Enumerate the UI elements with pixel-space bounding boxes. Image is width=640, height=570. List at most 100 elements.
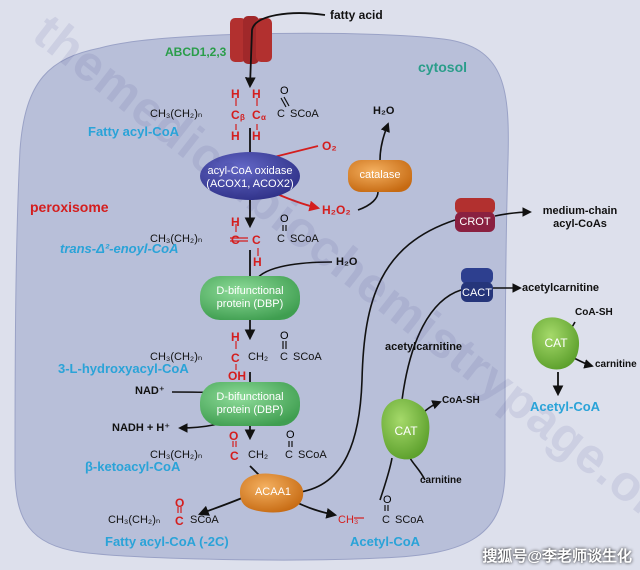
s6-ch3: CH₃ — [338, 514, 359, 526]
fatty-acid-entry-arrow — [244, 12, 326, 89]
acox-enzyme — [200, 152, 300, 200]
s2-scoa: SCoA — [290, 233, 319, 245]
ketoacyl-coa-label: β-ketoacyl-CoA — [85, 459, 181, 474]
s2-c1: C — [231, 233, 240, 247]
catalase-to-h2o-arrow — [379, 122, 390, 161]
s4-c: C — [230, 449, 239, 463]
abcd-label: ABCD1,2,3 — [165, 45, 227, 59]
acetyl-to-cat1-arrow — [379, 457, 393, 501]
cact-label: CACT — [462, 287, 492, 299]
cat2-label: CAT — [544, 336, 568, 350]
s2-oxygen: O — [280, 213, 289, 225]
s1-c-beta: C — [231, 108, 240, 122]
s1-c-alpha: C — [252, 108, 261, 122]
dbp2-enzyme — [200, 382, 300, 426]
s1-scoa: SCoA — [290, 108, 319, 120]
s1-carbonyl-c: C — [277, 108, 285, 120]
cact-transporter-shape — [461, 268, 493, 302]
red-bonds — [177, 98, 364, 519]
cat1-enzyme — [381, 398, 430, 460]
s6-oxygen: O — [383, 494, 392, 506]
fatty-acyl-coa-short-label: Fatty acyl-CoA (-2C) — [105, 534, 229, 549]
cat1-to-cact-arrow — [401, 289, 462, 401]
s2-c2: C — [252, 233, 261, 247]
s4-ch2: CH₂ — [248, 449, 269, 461]
s1-h-bottom-beta: H — [231, 129, 240, 143]
catalase-label: catalase — [359, 169, 401, 181]
acaa1-label: ACAA1 — [254, 486, 292, 498]
acetylcarnitine-perox-label: acetylcarnitine — [385, 341, 463, 353]
s6-c: C — [382, 514, 390, 526]
fatty-acyl-coa-label: Fatty acyl-CoA — [88, 124, 180, 139]
s1-alpha-sub: α — [261, 113, 266, 122]
s1-beta-sub: β — [240, 113, 245, 122]
dbp2-label: D-bifunctional protein (DBP) — [216, 391, 284, 416]
s3-carbonyl-c: C — [280, 351, 288, 363]
o2-label: O₂ — [322, 139, 337, 153]
s5-chain: CH₃(CH₂)ₙ — [108, 514, 161, 526]
carnitine-perox-label: carnitine — [420, 475, 462, 486]
carnitine-cyto-label: carnitine — [595, 359, 637, 370]
acaa1-to-crot-arrow — [299, 219, 456, 493]
s4-chain: CH₃(CH₂)ₙ — [150, 449, 203, 461]
trans-enoyl-coa-label: trans-Δ²-enoyl-CoA — [60, 241, 179, 256]
s1-chain: CH₃(CH₂)ₙ — [150, 108, 203, 120]
s1-h-top-beta: H — [231, 87, 240, 101]
acaa1-enzyme — [240, 473, 304, 513]
s2-carbonyl-c: C — [277, 233, 285, 245]
acaa1-to-fatty-short-arrow — [197, 497, 243, 516]
black-bonds — [280, 96, 389, 511]
peroxisome-label: peroxisome — [30, 199, 109, 215]
s2-h-bottom: H — [253, 255, 262, 269]
dbp1-label: D-bifunctional protein (DBP) — [216, 285, 284, 310]
nad-label: NAD⁺ — [135, 385, 165, 397]
crot-transporter-shape — [455, 198, 495, 232]
acox-label: acyl-CoA oxidase (ACOX1, ACOX2) — [206, 165, 294, 190]
s2-h-top: H — [231, 215, 240, 229]
catalase-enzyme — [348, 160, 412, 192]
acetyl-coa-cyto-label: Acetyl-CoA — [530, 399, 601, 414]
h2o2-label: H₂O₂ — [322, 203, 351, 217]
fatty-acid-label: fatty acid — [330, 8, 383, 22]
s3-h-top: H — [231, 330, 240, 344]
s1-oxygen: O — [280, 85, 289, 97]
acetylcarnitine-cyto-label: acetylcarnitine — [522, 282, 600, 294]
s3-ch2: CH₂ — [248, 351, 269, 363]
s4-carbonyl-c: C — [285, 449, 293, 461]
coash-perox-label: CoA-SH — [442, 395, 480, 406]
h2o-catalase-label: H₂O — [373, 105, 395, 117]
hydroxyacyl-coa-label: 3-L-hydroxyacyl-CoA — [58, 361, 189, 376]
nadh-label: NADH + H⁺ — [112, 422, 171, 434]
s4-oxygen: O — [286, 429, 295, 441]
cat1-label: CAT — [394, 424, 418, 438]
s6-scoa: SCoA — [395, 514, 424, 526]
medium-chain-label: medium-chain acyl-CoAs — [542, 205, 618, 230]
cytosol-label: cytosol — [418, 59, 468, 75]
dbp1-enzyme — [200, 276, 300, 320]
acetyl-coa-perox-label: Acetyl-CoA — [350, 534, 421, 549]
s1-h-top-alpha: H — [252, 87, 261, 101]
h2o-dbp-label: H₂O — [336, 256, 358, 268]
s3-scoa: SCoA — [293, 351, 322, 363]
s5-oxygen: O — [175, 496, 185, 510]
s3-oh: OH — [228, 369, 246, 383]
crot-to-medium-chain-arrow — [494, 207, 532, 217]
abcd-transporter-shape — [230, 16, 272, 64]
cat2-enzyme — [531, 317, 580, 370]
s3-c: C — [231, 351, 240, 365]
footer-credit: 搜狐号@李老师谈生化 — [482, 548, 632, 565]
s5-c: C — [175, 514, 184, 528]
coash-cyto-label: CoA-SH — [575, 307, 613, 318]
crot-label: CROT — [459, 216, 491, 228]
carnitine-to-cat1-arrow — [409, 457, 426, 481]
s1-h-bottom-alpha: H — [252, 129, 261, 143]
s4-scoa: SCoA — [298, 449, 327, 461]
s3-oxygen: O — [280, 330, 289, 342]
s2-chain: CH₃(CH₂)ₙ — [150, 233, 203, 245]
s3-chain: CH₃(CH₂)ₙ — [150, 351, 203, 363]
h2o2-to-catalase-arrow — [357, 191, 379, 211]
s5-scoa: SCoA — [190, 514, 219, 526]
s4-oxygen-red: O — [229, 429, 239, 443]
